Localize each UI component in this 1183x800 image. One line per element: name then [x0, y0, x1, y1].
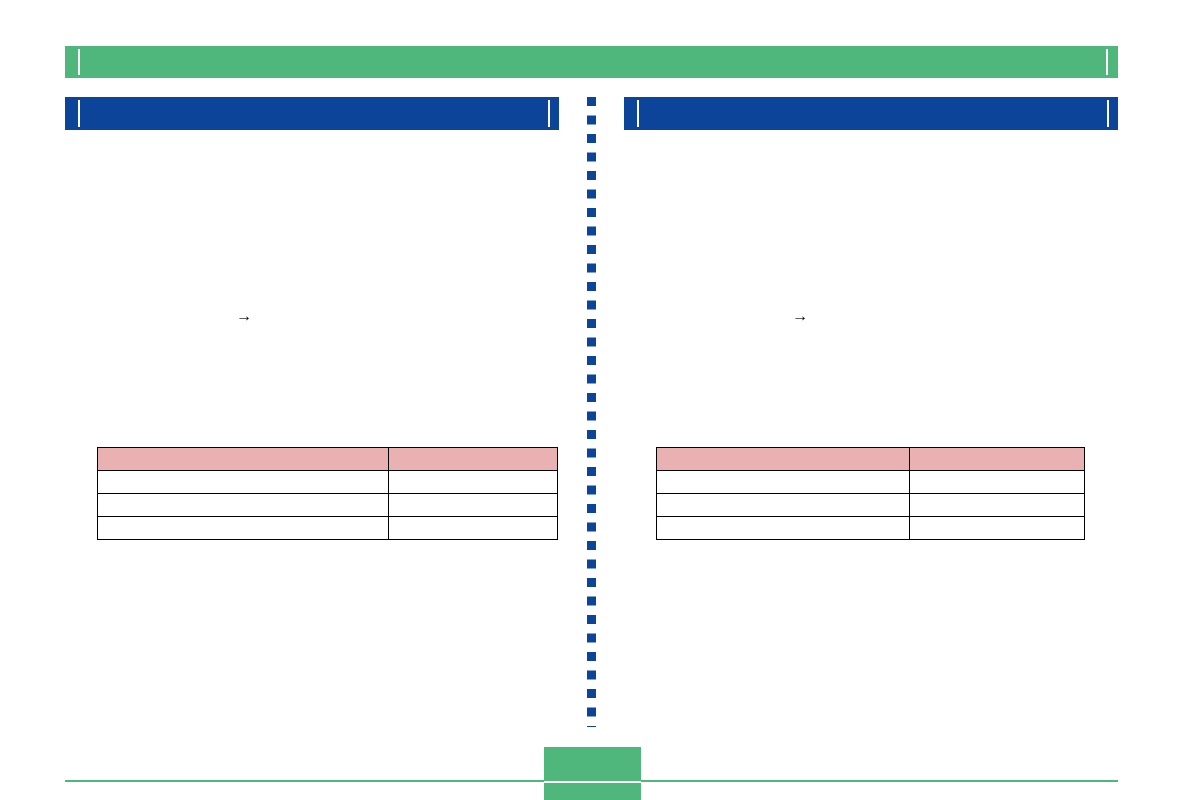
left-section-cap-left	[78, 100, 80, 127]
table-row	[96, 470, 558, 494]
header-cap-left	[78, 49, 80, 75]
table-cell	[388, 493, 558, 517]
table-cell	[655, 493, 911, 517]
table-cell	[388, 470, 558, 494]
page-box-stripe	[544, 781, 641, 783]
footer-rule-left	[65, 780, 545, 782]
footer-rule-right	[640, 780, 1118, 782]
right-section-header	[624, 97, 1118, 130]
table-cell	[96, 516, 390, 540]
table-cell	[655, 470, 911, 494]
left-section-header	[65, 97, 559, 130]
table-cell	[909, 470, 1085, 494]
header-cap-right	[1106, 49, 1108, 75]
table-row	[96, 516, 558, 540]
table-row	[655, 470, 1085, 494]
table-cell	[96, 470, 390, 494]
table-header-row	[655, 447, 1085, 471]
right-section-cap-left	[637, 100, 639, 127]
chapter-header-band	[65, 46, 1118, 78]
column-divider	[587, 97, 596, 727]
table-header-cell	[388, 447, 558, 471]
table-row	[655, 493, 1085, 517]
left-spec-table	[96, 447, 558, 540]
right-spec-table	[655, 447, 1085, 540]
page-number-box	[544, 747, 641, 800]
table-header-row	[96, 447, 558, 471]
table-row	[655, 516, 1085, 540]
table-row	[96, 493, 558, 517]
left-section-cap-right	[548, 100, 550, 127]
table-cell	[909, 516, 1085, 540]
table-cell	[655, 516, 911, 540]
table-header-cell	[655, 447, 911, 471]
left-arrow-icon: →	[236, 308, 252, 325]
right-section-cap-right	[1107, 100, 1109, 127]
table-header-cell	[96, 447, 390, 471]
table-cell	[96, 493, 390, 517]
table-cell	[909, 493, 1085, 517]
table-header-cell	[909, 447, 1085, 471]
table-cell	[388, 516, 558, 540]
right-arrow-icon: →	[792, 308, 808, 325]
